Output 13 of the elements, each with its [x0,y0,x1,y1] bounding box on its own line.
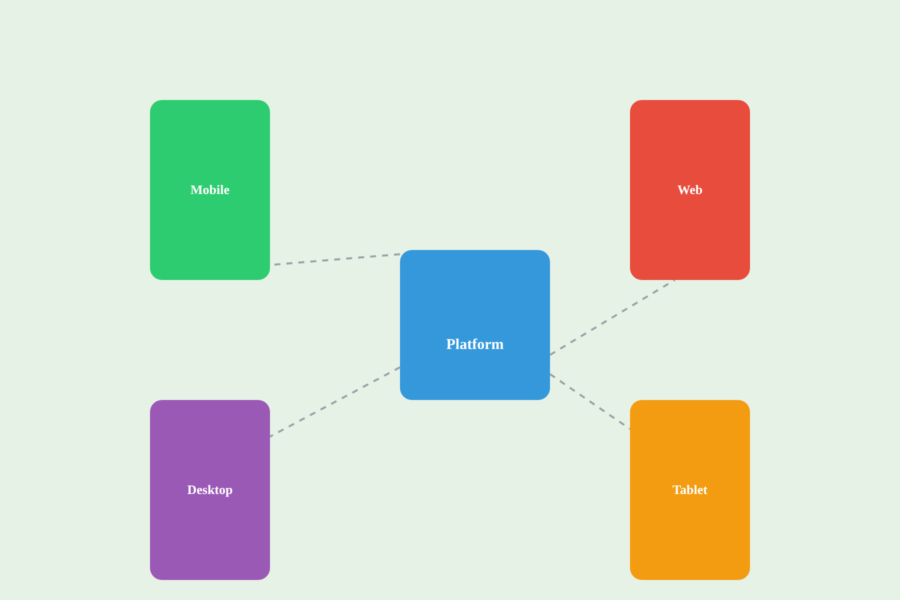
node-label: Tablet [672,482,708,498]
node-label: Desktop [187,482,233,498]
dashed-connector [270,366,400,438]
node-label: Web [677,182,703,198]
device-card [150,400,270,580]
device-card [630,400,750,580]
platform-box [400,250,550,400]
device-card [630,100,750,280]
dashed-connector [549,279,676,356]
node-label: Platform [446,336,504,354]
dashed-connector [549,373,631,430]
device-card [150,100,270,280]
node-label: Mobile [190,182,230,198]
